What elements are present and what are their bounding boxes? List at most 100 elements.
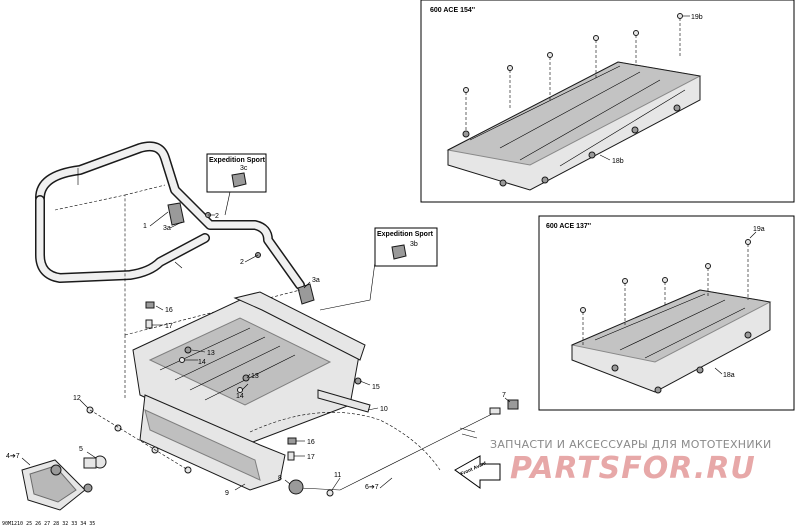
bolts-top xyxy=(463,13,683,132)
label-15: 15 xyxy=(372,384,380,391)
watermark: ЗАПЧАСТИ И АКСЕССУАРЫ ДЛЯ МОТОТЕХНИКИ PA… xyxy=(490,438,772,486)
inset-top-bolt-label: 19b xyxy=(691,14,703,21)
rivet-icon xyxy=(184,466,192,474)
bolt-icon xyxy=(677,13,683,19)
callout-3b: Expedition Sport 3b xyxy=(319,227,438,311)
label-1: 1 xyxy=(143,223,147,230)
label-17-lower: 17 xyxy=(307,454,315,461)
inset-bottom-bolt-label: 19a xyxy=(753,226,765,233)
bolt-icon xyxy=(745,239,751,245)
label-12: 12 xyxy=(73,395,81,402)
lamp-socket-icon xyxy=(288,479,304,495)
watermark-brand: PARTSFOR.RU xyxy=(510,451,756,486)
wiring-harness xyxy=(249,399,519,497)
nut-icon xyxy=(145,301,155,309)
footer-code: 90M1210 25 26 27 28 32 33 34 35 xyxy=(2,521,95,527)
inset-top-frame xyxy=(420,0,795,203)
bolt-icon xyxy=(611,364,619,372)
label-13-lower: 13 xyxy=(251,373,259,380)
bolt-icon xyxy=(499,179,507,187)
part-labels: 1 2 3a 2 3a 16 17 13 14 13 14 15 10 12 4… xyxy=(6,213,506,497)
running-board-short xyxy=(570,289,772,394)
callout-3c-frame xyxy=(206,153,267,193)
connector-icon xyxy=(507,399,519,410)
bolt-icon xyxy=(662,277,668,283)
bolt-icon xyxy=(705,263,711,269)
label-8: 8 xyxy=(278,475,282,482)
label-6: 6➔7 xyxy=(365,484,379,491)
label-17-upper: 17 xyxy=(165,323,173,330)
bolt-icon xyxy=(673,104,681,112)
bolt-icon xyxy=(287,451,295,461)
callout-3c-label: 3c xyxy=(240,165,248,172)
bolt-icon xyxy=(654,386,662,394)
label-14-lower: 14 xyxy=(236,393,244,400)
label-3a-left: 3a xyxy=(163,225,171,232)
nut-icon xyxy=(287,437,297,445)
callout-3b-label: 3b xyxy=(410,241,418,248)
bolt-icon xyxy=(580,307,586,313)
rear-tunnel-extension xyxy=(132,291,371,446)
bolt-icon xyxy=(588,151,596,159)
connector-icon xyxy=(489,407,501,415)
label-2-lower: 2 xyxy=(240,259,244,266)
callout-3c: Expedition Sport 3c xyxy=(206,153,267,216)
clip-icon xyxy=(167,202,185,226)
bolt-icon xyxy=(744,331,752,339)
bolt-icon xyxy=(547,52,553,58)
bolt-icon xyxy=(463,87,469,93)
label-16-lower: 16 xyxy=(307,439,315,446)
label-4: 4➔7 xyxy=(6,453,20,460)
inset-bottom-frame xyxy=(538,215,795,411)
bolt-icon xyxy=(145,319,153,329)
label-5: 5 xyxy=(79,446,83,453)
bolt-icon xyxy=(622,278,628,284)
clip-icon xyxy=(231,172,247,188)
bolt-icon xyxy=(83,483,93,493)
label-13-upper: 13 xyxy=(207,350,215,357)
inset-top: 600 ACE 154'' 19b 18b xyxy=(420,0,795,203)
tail-light xyxy=(21,459,93,511)
front-arrow-icon: Front Avant xyxy=(454,455,501,489)
label-14-upper: 14 xyxy=(198,359,206,366)
bolt-icon xyxy=(541,176,549,184)
label-2-upper: 2 xyxy=(215,213,219,220)
inset-top-title: 600 ACE 154'' xyxy=(430,7,475,14)
label-9: 9 xyxy=(225,490,229,497)
snow-flap-mount xyxy=(86,394,286,491)
bolt-icon xyxy=(184,346,192,354)
bolt-icon xyxy=(179,357,185,363)
inset-bottom-title: 600 ACE 137'' xyxy=(546,223,591,230)
bolt-icon xyxy=(631,126,639,134)
callout-3c-title: Expedition Sport xyxy=(209,157,266,164)
bolt-icon xyxy=(593,35,599,41)
label-11: 11 xyxy=(334,472,341,479)
label-10: 10 xyxy=(380,406,388,413)
bolt-icon xyxy=(696,366,704,374)
running-board-long xyxy=(446,61,702,191)
inset-top-panel-label: 18b xyxy=(612,158,624,165)
bolt-icon xyxy=(507,65,513,71)
clip-icon xyxy=(297,283,315,305)
label-leaders xyxy=(21,211,511,491)
bolt-icon xyxy=(326,489,334,497)
callout-3b-title: Expedition Sport xyxy=(377,231,434,238)
label-16-upper: 16 xyxy=(165,307,173,314)
label-7: 7 xyxy=(502,392,506,399)
bolts-bottom xyxy=(580,239,751,345)
watermark-subtitle: ЗАПЧАСТИ И АКСЕССУАРЫ ДЛЯ МОТОТЕХНИКИ xyxy=(490,438,772,451)
callout-3b-frame xyxy=(374,227,438,267)
bolt-icon xyxy=(633,30,639,36)
label-3a-right: 3a xyxy=(312,277,320,284)
bolt-icon xyxy=(50,464,62,476)
bolt-icon xyxy=(242,374,250,382)
rear-bumper xyxy=(35,141,315,305)
bolt-icon xyxy=(462,130,470,138)
inset-bottom: 600 ACE 137'' 19a 18a xyxy=(538,215,795,411)
bolt-icon xyxy=(354,377,362,385)
clip-icon xyxy=(391,244,407,260)
inset-bottom-panel-label: 18a xyxy=(723,372,735,379)
bulb xyxy=(83,455,107,469)
bolt-icon xyxy=(237,387,243,393)
